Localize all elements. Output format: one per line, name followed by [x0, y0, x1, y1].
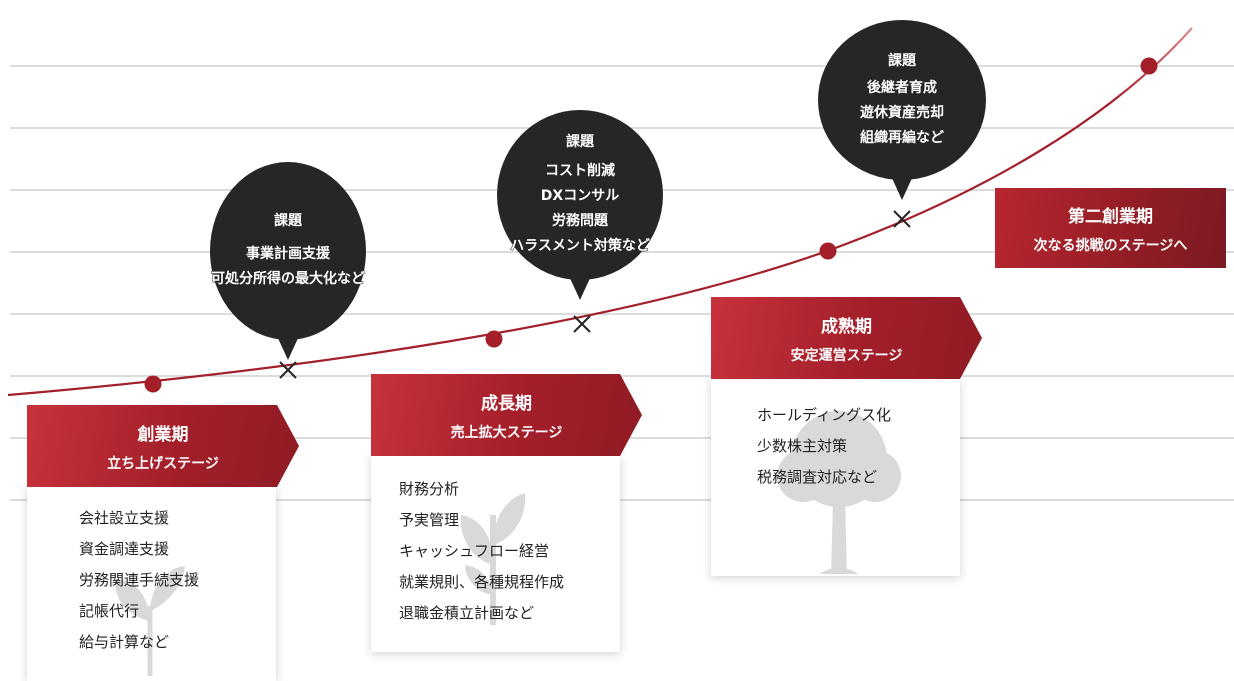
challenge-item: 後継者育成 [867, 79, 937, 96]
stage-name: 成熟期 [821, 316, 872, 337]
stage-tag-mature: 成熟期 安定運営ステージ [711, 297, 982, 379]
stage-item: 少数株主対策 [757, 437, 848, 455]
stage-item: 財務分析 [399, 480, 460, 498]
stage-tag-second-founding: 第二創業期 次なる挑戦のステージへ [995, 188, 1226, 268]
stage-name: 第二創業期 [1068, 206, 1153, 227]
stage-name: 創業期 [137, 424, 189, 445]
stage-card-startup: 会社設立支援 資金調達支援 労務関連手続支援 記帳代行 給与計算など [27, 486, 276, 681]
challenge-item: ハラスメント対策など [510, 238, 651, 255]
challenge-title: 課題 [888, 52, 916, 69]
stage-tag-growth: 成長期 売上拡大ステージ [371, 374, 642, 456]
challenge-item: 事業計画支援 [246, 246, 330, 262]
challenge-item: 可処分所得の最大化など [211, 271, 366, 288]
challenge-bubble: 課題 事業計画支援 可処分所得の最大化など [210, 162, 366, 360]
stage-item: 税務調査対応など [757, 468, 878, 486]
stage-item: 就業規則、各種規程作成 [399, 573, 565, 591]
tree-icon [777, 411, 901, 574]
stage-name: 成長期 [481, 393, 532, 414]
challenge-title: 課題 [274, 213, 302, 229]
stage-tag-startup: 創業期 立ち上げステージ [27, 405, 299, 487]
stage-subtitle: 安定運営ステージ [790, 347, 903, 364]
challenge-bubble: 課題 後継者育成 遊休資産売却 組織再編など [818, 20, 986, 200]
stage-subtitle: 売上拡大ステージ [450, 424, 563, 441]
challenge-title: 課題 [566, 134, 594, 150]
stage-subtitle: 立ち上げステージ [107, 455, 219, 472]
stage-item: 記帳代行 [79, 602, 140, 620]
stage-item: 予実管理 [399, 511, 460, 529]
challenge-item: コスト削減 [545, 163, 615, 179]
stage-item: 労務関連手続支援 [79, 571, 200, 589]
challenge-item: 組織再編など [860, 129, 944, 146]
stage-card-mature: ホールディングス化 少数株主対策 税務調査対応など [711, 378, 960, 576]
stage-subtitle: 次なる挑戦のステージへ [1033, 237, 1188, 254]
challenge-item: 遊休資産売却 [860, 104, 944, 121]
challenge-item: 労務問題 [552, 213, 608, 229]
stage-item: 資金調達支援 [79, 540, 170, 558]
challenge-item: DXコンサル [540, 188, 620, 204]
stage-item: 退職金積立計画など [399, 604, 535, 622]
challenge-bubble: 課題 コスト削減 DXコンサル 労務問題 ハラスメント対策など [497, 110, 663, 300]
stage-item: 給与計算など [79, 633, 170, 651]
stage-card-growth: 財務分析 予実管理 キャッシュフロー経営 就業規則、各種規程作成 退職金積立計画… [371, 455, 620, 652]
stage-item: キャッシュフロー経営 [399, 542, 550, 560]
seedling-icon [460, 493, 526, 625]
sprout-icon [114, 566, 185, 676]
stage-item: ホールディングス化 [757, 406, 891, 424]
stage-item: 会社設立支援 [79, 509, 170, 527]
